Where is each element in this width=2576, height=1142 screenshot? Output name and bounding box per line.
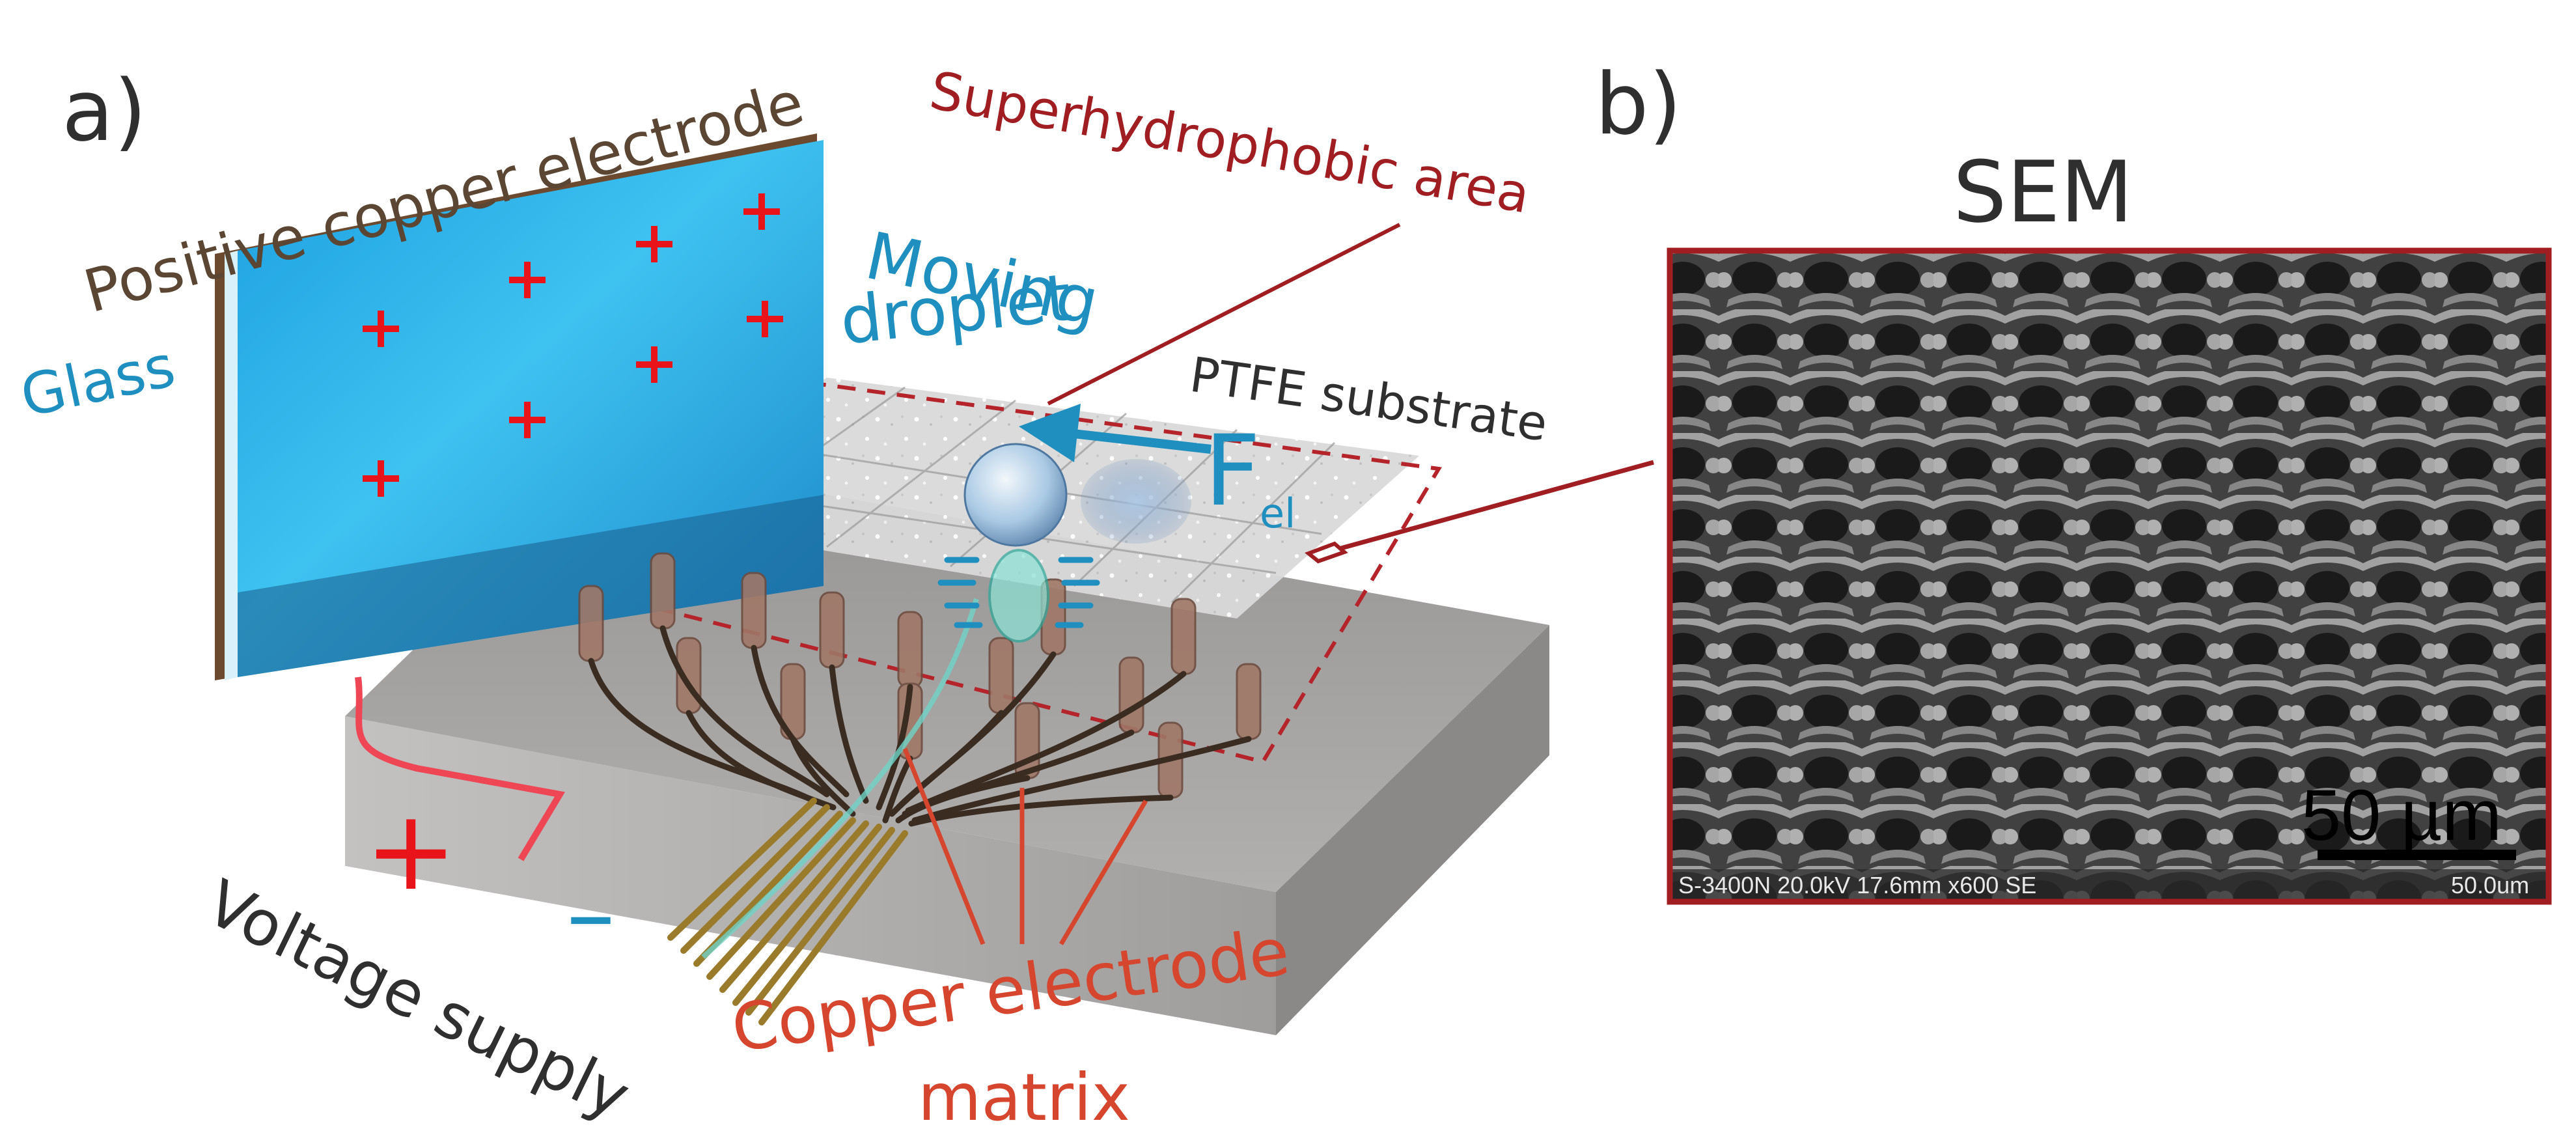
voltage-plus-sign: + <box>365 787 457 915</box>
active-electrode-glow <box>988 549 1049 643</box>
wire-bundle-exit <box>667 798 908 1025</box>
ptfe-slab-right-face <box>1276 625 1549 1035</box>
panel-a-diagram <box>215 133 1654 1035</box>
sem-info-text: S-3400N 20.0kV 17.6mm x600 SE <box>1678 872 2036 898</box>
positive-charge-markers <box>363 193 783 497</box>
ground-wire-highlight <box>701 598 979 959</box>
glass-submerged-band <box>238 495 824 677</box>
sem-title: SEM <box>1953 143 2133 242</box>
voltage-minus-sign: – <box>566 857 615 971</box>
superhydrophobic-area-label: Superhydrophobic area <box>926 60 1534 225</box>
glass-plate-edge <box>225 251 238 680</box>
glass-label: Glass <box>15 332 180 430</box>
copper-matrix-leader-3 <box>1059 800 1148 945</box>
force-symbol: F <box>1204 415 1260 528</box>
sem-image-frame <box>1667 247 2552 905</box>
moving-droplet <box>963 443 1068 547</box>
electrode-field-dashes <box>937 557 1100 628</box>
droplet-motion-ghost <box>1081 459 1191 544</box>
force-arrow <box>1019 404 1212 462</box>
zoom-region-marker <box>1305 541 1348 564</box>
sem-info-bar <box>1670 869 2549 902</box>
copper-matrix-leader-1 <box>902 747 986 945</box>
panel-b-label: b) <box>1595 55 1682 154</box>
scale-bar <box>2318 850 2516 860</box>
sem-info-scale: 50.0um <box>2451 872 2529 898</box>
superhydrophobic-leader-line <box>1047 223 1401 406</box>
panel-a-label: a) <box>62 61 146 160</box>
copper-electrode-pins <box>578 552 1262 799</box>
sem-image <box>1667 247 2552 905</box>
ptfe-slab-front-face <box>345 716 1276 1035</box>
force-subscript: el <box>1260 490 1295 537</box>
copper-matrix-label-line2: matrix <box>918 1059 1130 1135</box>
zoom-connector-line <box>1340 460 1654 551</box>
positive-lead-wire <box>355 676 566 861</box>
scale-bar-label: 50 µm <box>2301 775 2502 856</box>
